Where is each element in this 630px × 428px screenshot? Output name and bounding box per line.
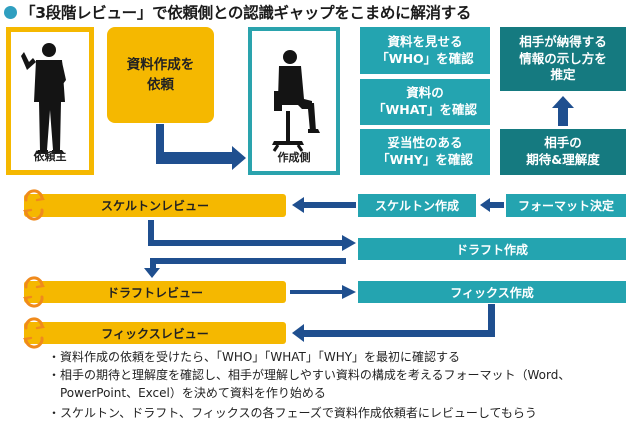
format-decision-box: フォーマット決定 (506, 194, 626, 217)
client-frame: 依頼主 (6, 27, 94, 175)
skeleton-review-bar: スケルトンレビュー (24, 194, 286, 217)
arrow-up-presentation (552, 96, 574, 126)
maker-label: 作成側 (277, 151, 311, 164)
draft-review-bar: ドラフトレビュー (24, 281, 286, 303)
confirm-who-box: 資料を見せる 「WHO」を確認 (360, 27, 490, 74)
fix-make-bar: フィックス作成 (358, 281, 626, 303)
maker-silhouette-icon (272, 50, 320, 152)
bullet-dot-icon (4, 6, 17, 19)
bullet-2: ・相手の期待と理解度を確認し、相手が理解しやすい資料の構成を考えるフォーマット（… (48, 368, 571, 382)
arrow-format-left (480, 198, 504, 212)
page-title: 「3段階レビュー」で依頼側との認識ギャップをこまめに解消する (4, 1, 471, 23)
bullet-3: ・スケルトン、ドラフト、フィックスの各フェーズで資料作成依頼者にレビューしてもら… (48, 406, 537, 420)
arrow-to-fix-review (292, 304, 495, 342)
client-label: 依頼主 (33, 150, 67, 163)
cycle-icon-draft (23, 276, 45, 308)
cycle-icon-fix (23, 317, 45, 349)
bullet-2-cont: PowerPoint、Excel）を決めて資料を作り始める (48, 386, 326, 400)
request-arrow (156, 124, 246, 170)
confirm-why-box: 妥当性のある 「WHY」を確認 (360, 129, 490, 175)
confirm-what-box: 資料の 「WHAT」を確認 (360, 79, 490, 125)
client-silhouette-icon (21, 43, 66, 154)
arrow-to-draft (148, 220, 356, 251)
arrow-down-draft-review (144, 258, 346, 278)
request-box: 資料作成を 依頼 (107, 27, 214, 123)
expectation-box: 相手の 期待&理解度 (500, 129, 626, 175)
maker-frame: 作成側 (248, 27, 340, 175)
bullet-1: ・資料作成の依頼を受けたら、「WHO」「WHAT」「WHY」を最初に確認する (48, 350, 461, 364)
arrow-skeleton-left (292, 197, 356, 213)
fix-review-bar: フィックスレビュー (24, 322, 286, 344)
cycle-icon-skeleton (23, 189, 45, 221)
skeleton-make-box: スケルトン作成 (358, 194, 476, 217)
arrow-to-fix (290, 285, 356, 299)
presentation-box: 相手が納得する 情報の示し方を 推定 (500, 27, 626, 91)
draft-make-bar: ドラフト作成 (358, 238, 626, 260)
